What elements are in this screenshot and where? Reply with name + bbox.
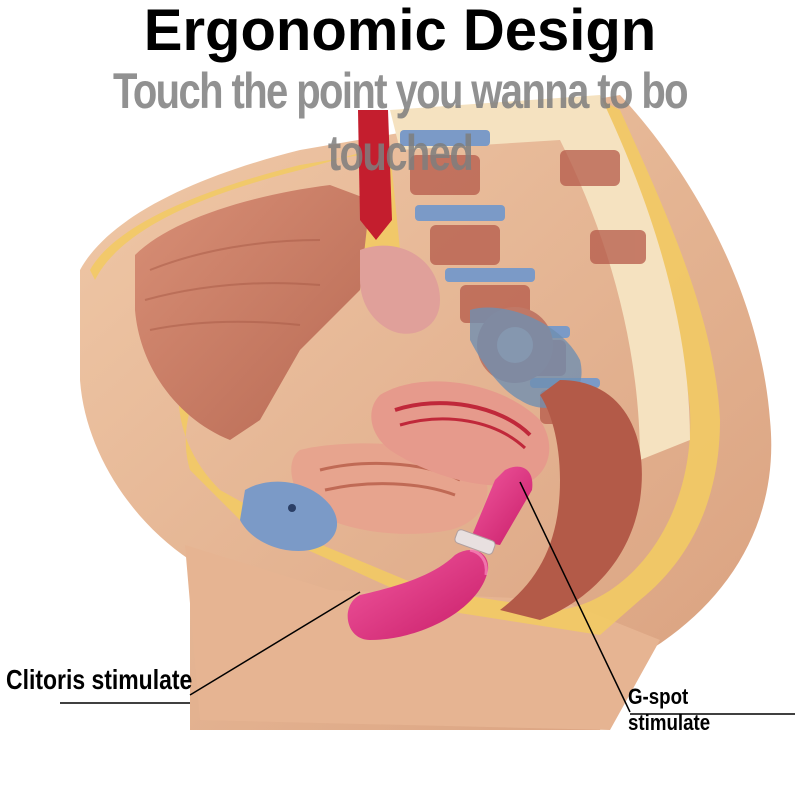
page-subtitle: Touch the point you wanna to bo touched (112, 63, 689, 181)
blue-vein (470, 307, 582, 408)
page-title: Ergonomic Design (143, 0, 657, 63)
thigh-block (185, 545, 660, 730)
spine (390, 95, 690, 460)
gspot-pointer-line (519, 481, 631, 713)
aorta (358, 110, 392, 240)
clitoris-pointer-line (189, 591, 361, 696)
toy-shaft (470, 466, 533, 545)
pubic-bone (240, 481, 338, 551)
clitoris-callout-label: Clitoris stimulate (6, 664, 193, 695)
toy-illustration (347, 466, 533, 640)
toy-base (347, 550, 489, 640)
abdominal-muscle (135, 185, 370, 440)
uterus (371, 381, 550, 486)
intestine (360, 245, 440, 334)
fat-layer (90, 100, 720, 635)
toy-band (454, 529, 496, 555)
gspot-callout-label: G-spot stimulate (628, 684, 711, 735)
rectum (500, 380, 642, 620)
